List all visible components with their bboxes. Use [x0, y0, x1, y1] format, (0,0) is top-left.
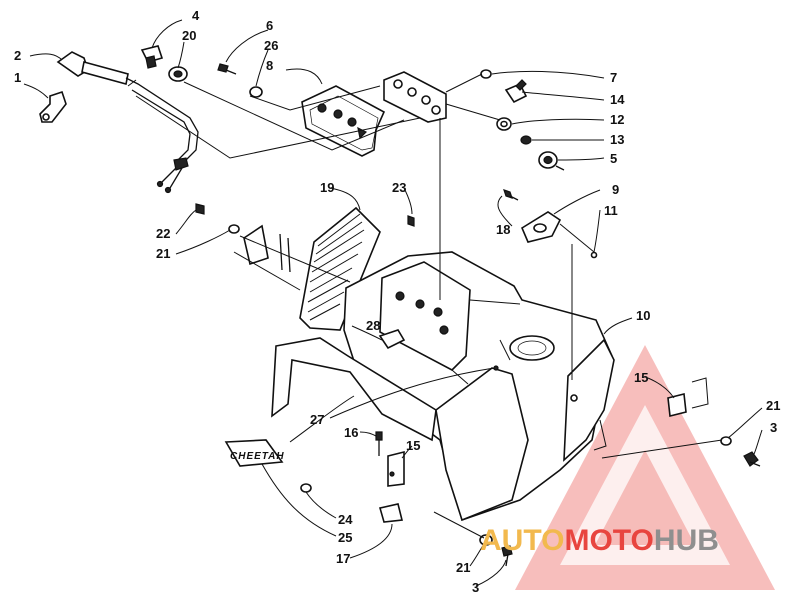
part-number-1: 1: [14, 70, 21, 85]
watermark-logo: [515, 345, 775, 590]
part-number-3-bottom: 3: [472, 580, 479, 595]
top-fasteners: [140, 45, 263, 98]
svg-text:AUTOMOTOHUB: AUTOMOTOHUB: [480, 524, 719, 557]
part-number-15-right: 15: [634, 370, 648, 385]
part-number-28: 28: [366, 318, 380, 333]
part-number-22: 22: [156, 226, 170, 241]
part-number-3-right: 3: [770, 420, 777, 435]
part-number-labels: 2 1 4 20 6 26 8 7 14 12 13 5 9 11 18 19 …: [14, 8, 780, 595]
switch-panel: [301, 85, 386, 157]
lower-mount-hardware: [375, 431, 405, 523]
cable-handle-assembly: [39, 51, 199, 194]
vent-grille: [299, 206, 381, 331]
watermark-triangle-inner: [560, 405, 730, 565]
part-number-7: 7: [610, 70, 617, 85]
part-number-23: 23: [392, 180, 406, 195]
watermark-text: AUTOMOTOHUB: [480, 524, 719, 557]
part-number-19: 19: [320, 180, 334, 195]
cheetah-nameplate: CHEETAH: [224, 439, 312, 493]
console-housing: [271, 251, 615, 522]
cover-plate: [503, 189, 598, 259]
part-number-15-lower: 15: [406, 438, 420, 453]
part-number-17: 17: [336, 551, 350, 566]
part-number-14: 14: [610, 92, 625, 107]
watermark-hub: HUB: [654, 524, 719, 557]
part-number-9: 9: [612, 182, 619, 197]
part-number-2: 2: [14, 48, 21, 63]
left-fasteners: [195, 203, 415, 273]
part-number-16: 16: [344, 425, 358, 440]
nameplate-text: CHEETAH: [230, 451, 285, 462]
part-number-25: 25: [338, 530, 352, 545]
part-number-18: 18: [496, 222, 510, 237]
part-number-11: 11: [604, 203, 618, 218]
part-number-4: 4: [192, 8, 200, 23]
part-number-26: 26: [264, 38, 278, 53]
watermark-moto: MOTO: [564, 524, 653, 557]
part-number-5: 5: [610, 151, 617, 166]
part-number-13: 13: [610, 132, 624, 147]
part-number-6: 6: [266, 18, 273, 33]
leader-lines: [23, 19, 763, 587]
gauge-bracket: [383, 71, 447, 123]
watermark-triangle-core: [595, 450, 695, 545]
part-number-21-right: 21: [766, 398, 780, 413]
part-number-24: 24: [338, 512, 353, 527]
part-number-21-bottom: 21: [456, 560, 470, 575]
part-number-8: 8: [266, 58, 273, 73]
part-number-20: 20: [182, 28, 196, 43]
part-number-12: 12: [610, 112, 624, 127]
watermark-auto: AUTO: [480, 524, 564, 557]
right-switches: [480, 69, 565, 171]
part-number-10: 10: [636, 308, 650, 323]
part-number-27: 27: [310, 412, 324, 427]
part-number-21-left: 21: [156, 246, 170, 261]
right-mount-hardware: [667, 377, 761, 467]
